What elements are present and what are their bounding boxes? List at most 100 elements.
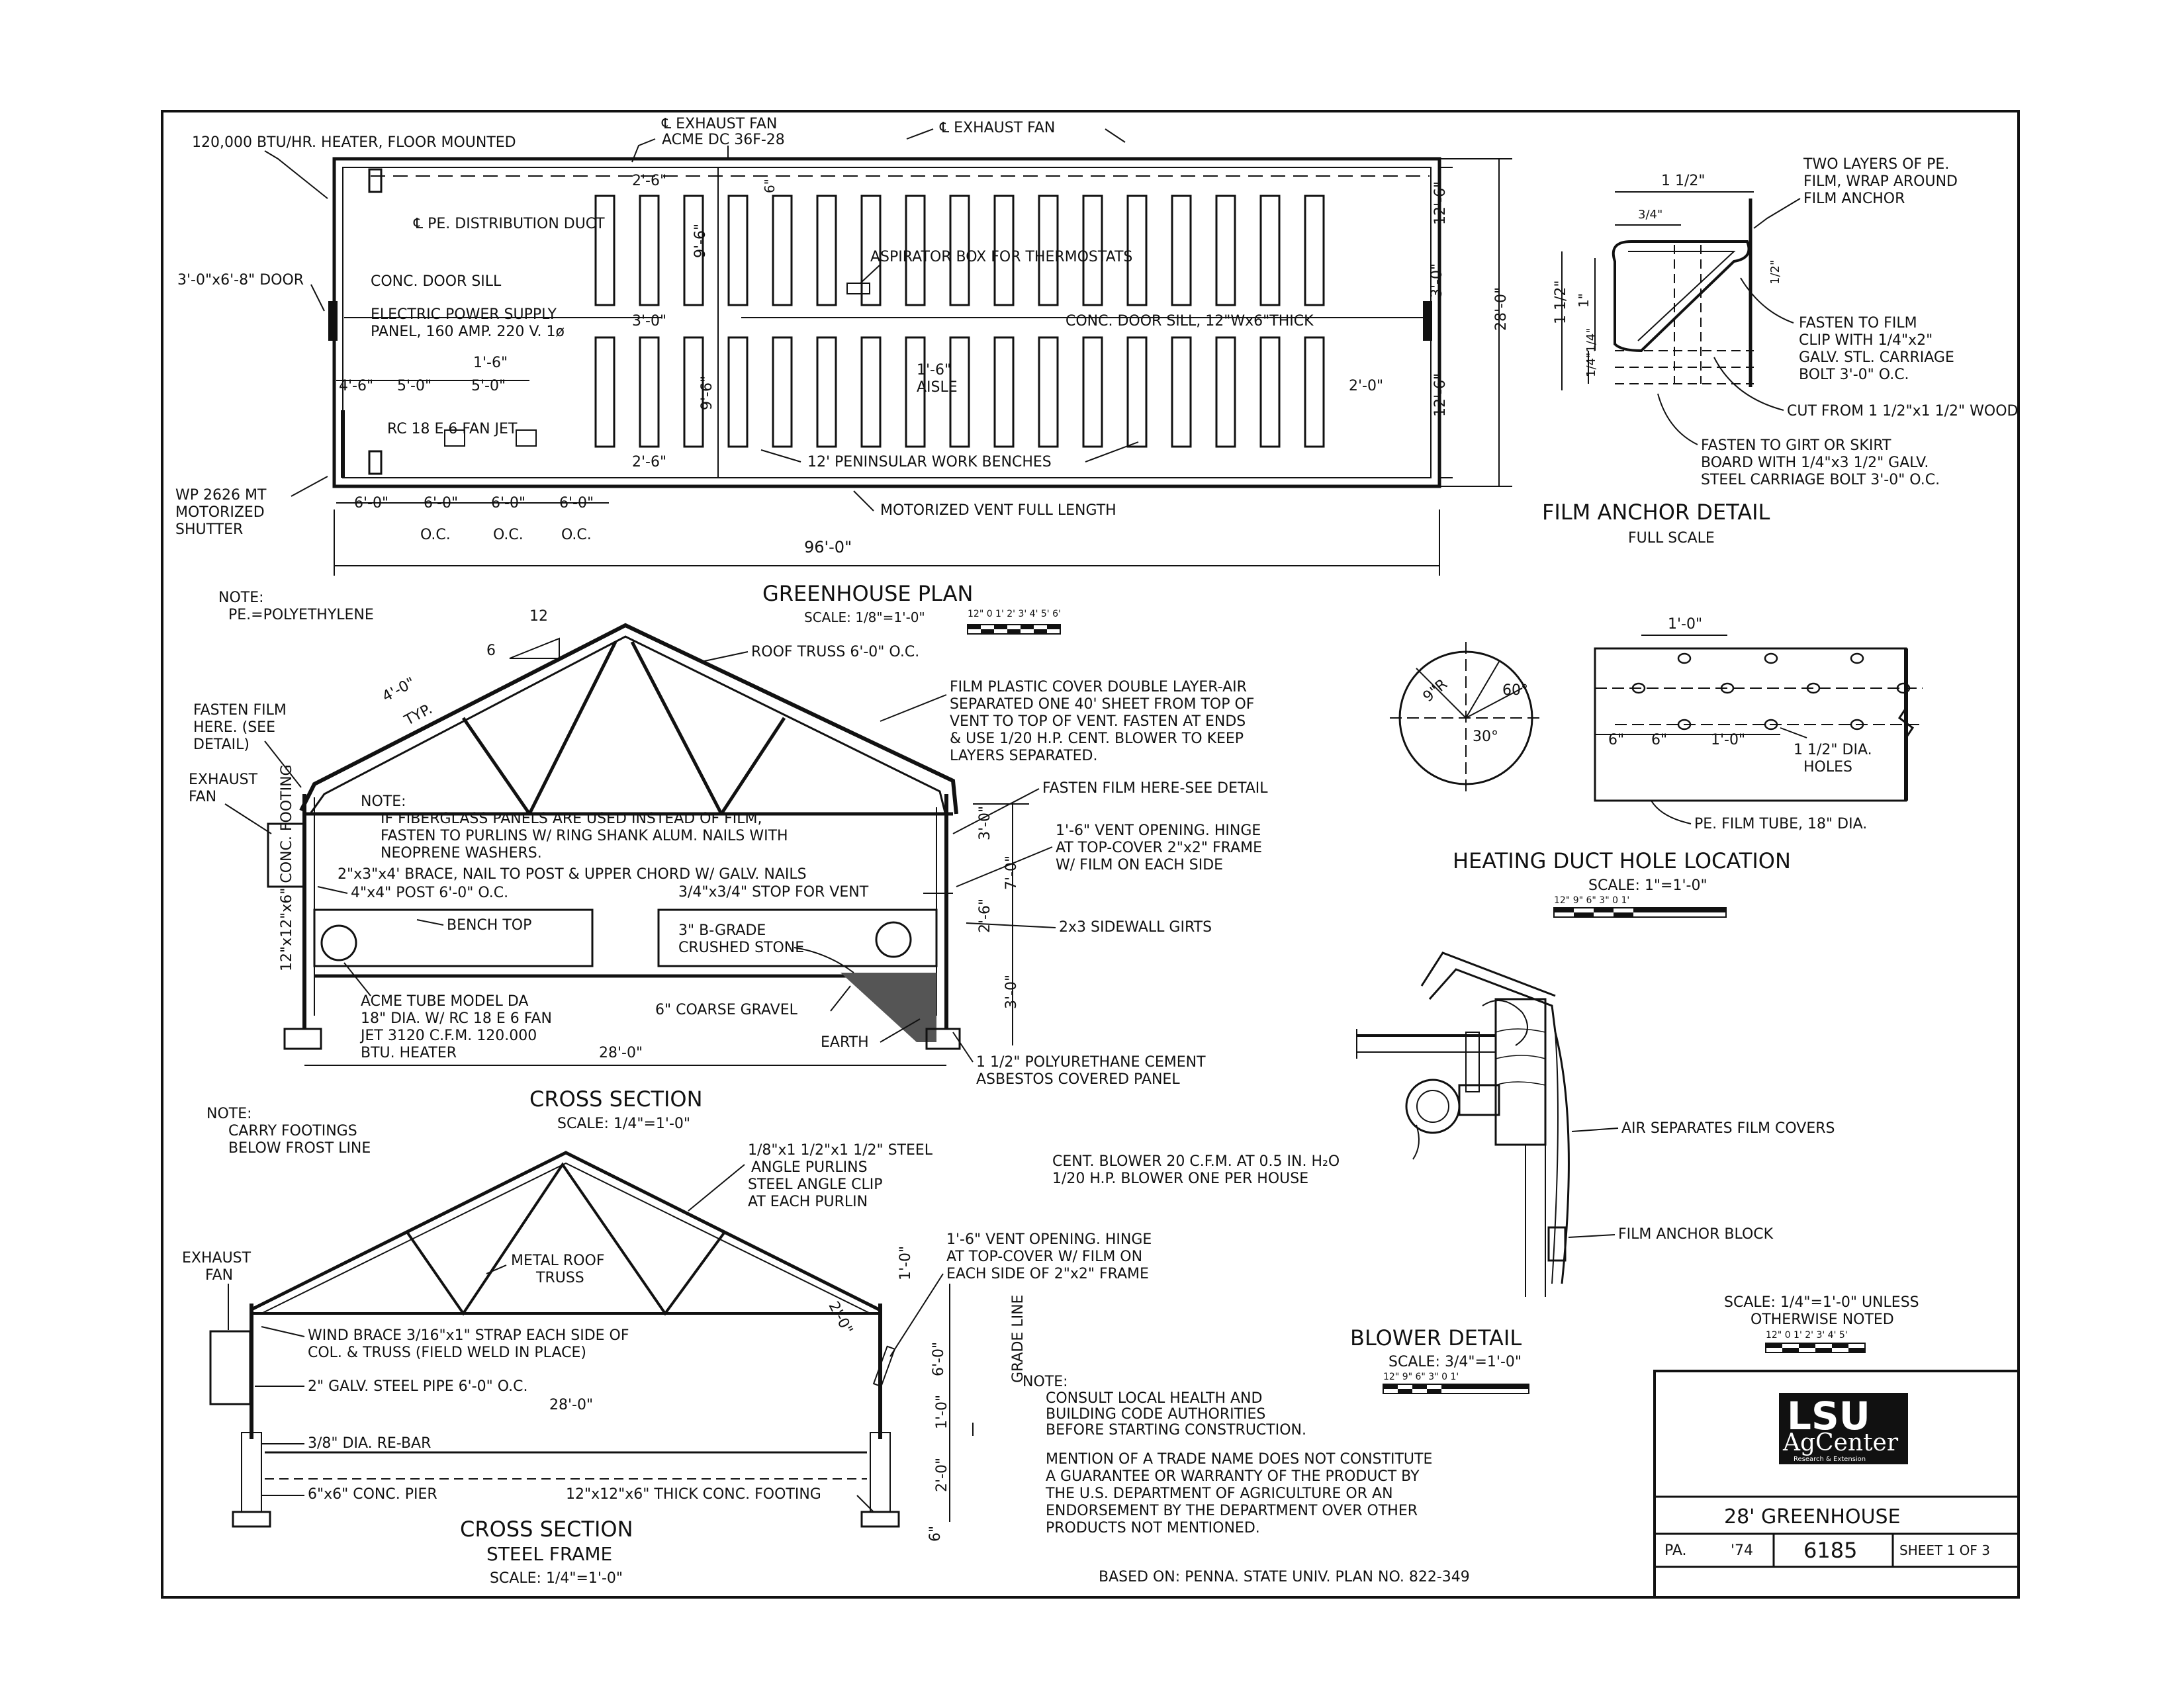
ss-title: CROSS SECTION xyxy=(460,1517,633,1542)
notes-mention-5: PRODUCTS NOT MENTIONED. xyxy=(1046,1520,1260,1536)
plan-fan-jet-label: RC 18 E 6 FAN JET xyxy=(387,421,518,437)
ss-purlins-3: STEEL ANGLE CLIP xyxy=(748,1176,883,1193)
cs-bench-top: BENCH TOP xyxy=(447,917,531,934)
notes-consult-3: BEFORE STARTING CONSTRUCTION. xyxy=(1046,1422,1306,1439)
plan-exhaust-fan-label-2: ℄ EXHAUST FAN xyxy=(939,120,1055,136)
anchor-dim-top: 1 1/2" xyxy=(1661,173,1706,189)
ss-wind-2: COL. & TRUSS (FIELD WELD IN PLACE) xyxy=(308,1345,586,1361)
plan-bench xyxy=(1126,336,1148,448)
anchor-dim-34: 3/4" xyxy=(1638,208,1662,222)
cs-roof-inner xyxy=(310,635,946,813)
ss-grade-line: GRADE LINE xyxy=(1010,1295,1026,1383)
duct-hole xyxy=(1896,682,1911,694)
ss-exhaust-fan xyxy=(209,1330,251,1405)
plan-exhaust-fan-label: ℄ EXHAUST FAN xyxy=(661,116,777,132)
anchor-scale: FULL SCALE xyxy=(1628,530,1715,547)
anchor-girt-3: STEEL CARRIAGE BOLT 3'-0" O.C. xyxy=(1701,472,1940,488)
blower-cent-1: CENT. BLOWER 20 C.F.M. AT 0.5 IN. H₂O xyxy=(1052,1153,1340,1170)
plan-bench xyxy=(993,195,1015,306)
cs-film-3: VENT TO TOP OF VENT. FASTEN AT ENDS xyxy=(950,713,1246,730)
cs-slope-6: 6 xyxy=(486,642,496,659)
plan-bench xyxy=(860,336,882,448)
cross-section-wood: NOTE: PE.=POLYETHYLENE 12 6 4'-0" TYP. R… xyxy=(189,590,1268,1132)
blower-bar-scale: 12" 9" 6" 3" 0 1' xyxy=(1383,1372,1459,1382)
blower-scale: SCALE: 3/4"=1'-0" xyxy=(1388,1354,1522,1370)
plan-bench xyxy=(772,336,793,448)
logo-sub: AgCenter xyxy=(1782,1429,1899,1456)
fan-jet-unit xyxy=(368,450,383,475)
duct-holes-2: HOLES xyxy=(1803,759,1852,775)
dim-2-6a: 2'-6" xyxy=(632,173,666,189)
blower-title: BLOWER DETAIL xyxy=(1350,1325,1522,1350)
dim-oc-3: O.C. xyxy=(561,527,592,543)
duct-title: HEATING DUCT HOLE LOCATION xyxy=(1453,848,1791,873)
dim-1-6b: 1'-6" xyxy=(917,362,951,378)
duct-ang-30: 30° xyxy=(1473,729,1498,745)
cs-duct-right xyxy=(875,921,912,958)
cs-dim-2-6: 2'-6" xyxy=(977,899,993,933)
duct-scale: SCALE: 1"=1'-0" xyxy=(1588,877,1707,894)
cs-bench-left xyxy=(313,908,594,967)
duct-hole xyxy=(1764,652,1778,664)
cs-crushed-2: CRUSHED STONE xyxy=(678,940,804,956)
ss-exhaust-2: FAN xyxy=(205,1267,233,1284)
plan-bench xyxy=(683,336,704,448)
dim-12-6b: 12'-6" xyxy=(1432,373,1449,417)
dim-6-0b: 6'-0" xyxy=(424,495,458,511)
cs-roof-truss: ROOF TRUSS 6'-0" O.C. xyxy=(751,644,919,660)
anchor-dim-14: 1/4"1/4" xyxy=(1584,328,1598,378)
plan-shutter-label-2: MOTORIZED xyxy=(175,504,265,521)
plan-bench xyxy=(1259,195,1281,306)
plan-bench xyxy=(1215,195,1236,306)
anchor-dim-side: 1 1/2" xyxy=(1553,280,1569,324)
blower-air-sep: AIR SEPARATES FILM COVERS xyxy=(1621,1120,1835,1137)
plan-bench xyxy=(1171,195,1192,306)
cs-acme-2: 18" DIA. W/ RC 18 E 6 FAN xyxy=(361,1010,552,1027)
cs-scale: SCALE: 1/4"=1'-0" xyxy=(557,1116,690,1132)
plan-exhaust-fan-model: ACME DC 36F-28 xyxy=(662,132,785,148)
cs-earth: EARTH xyxy=(821,1034,869,1051)
plan-bench xyxy=(594,336,615,448)
cs-footing-left xyxy=(283,1028,322,1050)
general-notes: NOTE: CONSULT LOCAL HEALTH AND BUILDING … xyxy=(1023,1374,1470,1585)
plan-aspirator-label: ASPIRATOR BOX FOR THERMOSTATS xyxy=(870,249,1132,265)
plan-bench xyxy=(1304,195,1325,306)
cs-vent-3: W/ FILM ON EACH SIDE xyxy=(1056,857,1223,873)
tb-plan-no: 6185 xyxy=(1803,1538,1857,1563)
duct-hole xyxy=(1764,719,1778,730)
cs-note-pe: PE.=POLYETHYLENE xyxy=(228,607,374,623)
cs-fasten-film-3: DETAIL) xyxy=(193,736,250,753)
plan-bench xyxy=(860,195,882,306)
notes-based-on: BASED ON: PENNA. STATE UNIV. PLAN NO. 82… xyxy=(1099,1569,1470,1585)
duct-hole xyxy=(1677,719,1692,730)
cs-web-1 xyxy=(461,717,531,815)
cs-acme-3: JET 3120 C.F.M. 120.000 xyxy=(359,1028,537,1044)
heating-duct-detail: 9"R 60° 30° 1'-0" 6" 6" 1'-0" 1 1/2" DIA… xyxy=(1390,616,1923,918)
plan-bench xyxy=(949,336,970,448)
cs-fasten-film-1: FASTEN FILM xyxy=(193,702,287,719)
plan-bench xyxy=(1171,336,1192,448)
anchor-two-layers-3: FILM ANCHOR xyxy=(1803,191,1905,207)
anchor-girt-1: FASTEN TO GIRT OR SKIRT xyxy=(1701,437,1891,454)
cs-vent-1: 1'-6" VENT OPENING. HINGE xyxy=(1056,822,1261,839)
plan-bench xyxy=(905,195,926,306)
lsu-agcenter-logo: LSU AgCenter Research & Extension xyxy=(1779,1393,1908,1464)
ss-purlins-2: ANGLE PURLINS xyxy=(751,1159,868,1176)
logo-tag: Research & Extension xyxy=(1794,1456,1866,1463)
ss-pipe: 2" GALV. STEEL PIPE 6'-0" O.C. xyxy=(308,1378,527,1395)
ss-exhaust-1: EXHAUST xyxy=(182,1250,251,1266)
plan-door-sill-label: CONC. DOOR SILL xyxy=(371,273,502,290)
cs-film-1: FILM PLASTIC COVER DOUBLE LAYER-AIR xyxy=(950,679,1247,695)
cs-film-5: LAYERS SEPARATED. xyxy=(950,748,1097,764)
blower-bar-scale-graphic xyxy=(1383,1384,1529,1394)
ss-pier: 6"x6" CONC. PIER xyxy=(308,1486,437,1503)
notes-mention-3: THE U.S. DEPARTMENT OF AGRICULTURE OR AN xyxy=(1045,1485,1393,1502)
tb-frame xyxy=(1653,1370,2020,1599)
plan-motorized-vent-label: MOTORIZED VENT FULL LENGTH xyxy=(880,502,1116,519)
tb-sheet: SHEET 1 OF 3 xyxy=(1899,1542,1990,1558)
title-block: SCALE: 1/4"=1'-0" UNLESS OTHERWISE NOTED… xyxy=(1653,1294,2020,1599)
plan-door-left xyxy=(328,301,338,341)
dim-2-6b: 2'-6" xyxy=(632,454,666,470)
dim-9-6b: 9'-6" xyxy=(699,376,715,410)
anchor-girt-2: BOARD WITH 1/4"x3 1/2" GALV. xyxy=(1701,455,1929,471)
